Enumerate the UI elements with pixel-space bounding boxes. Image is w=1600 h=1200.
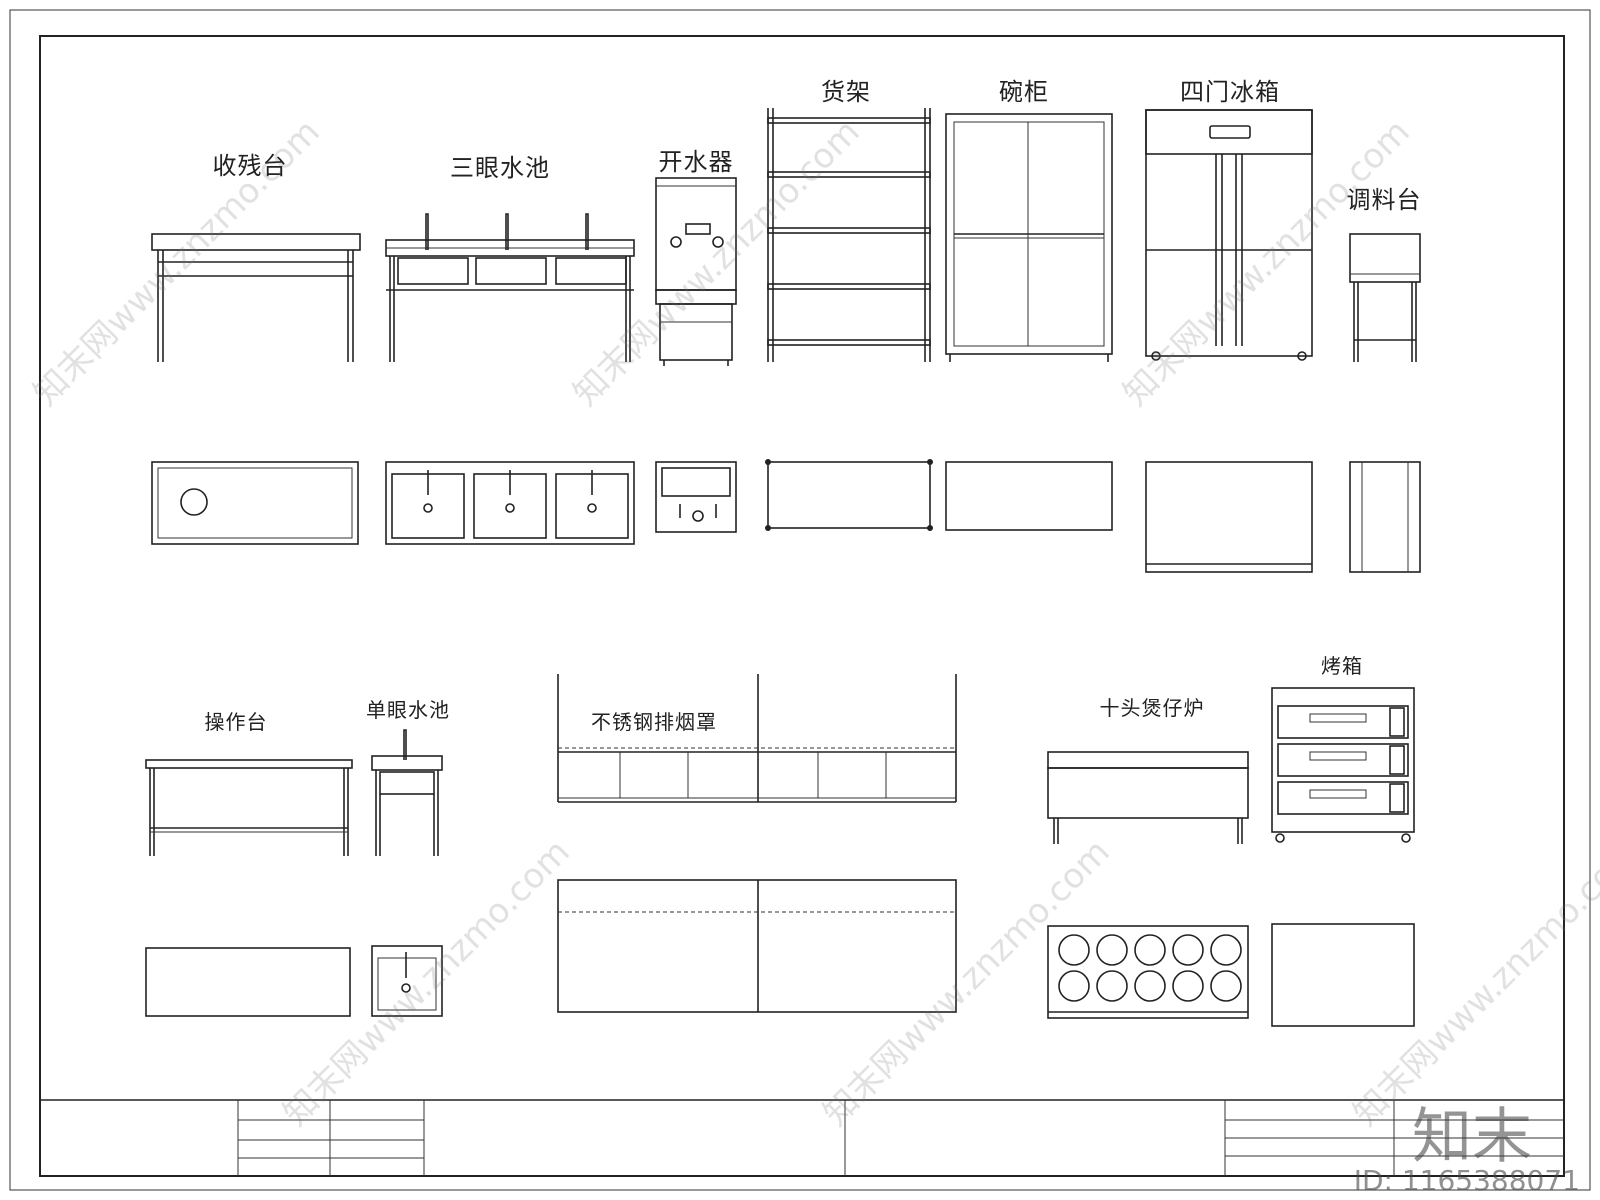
kaishuiqi-elevation xyxy=(655,177,737,366)
label-caozuotai: 操作台 xyxy=(204,710,268,734)
label-paiyanzhao: 不锈钢排烟罩 xyxy=(591,710,717,734)
watermark-logo: 知末 xyxy=(1412,1102,1532,1172)
paiyanzhao-elevation xyxy=(557,674,957,803)
label-kaishuiqi: 开水器 xyxy=(658,148,734,176)
kaoxiang-plan xyxy=(1271,923,1415,1027)
danyanshuichi-plan xyxy=(371,945,443,1017)
label-shitoubaozailu: 十头煲仔炉 xyxy=(1099,696,1205,720)
outer-border xyxy=(9,9,1591,1191)
shitoubaozailu-elevation xyxy=(1047,751,1249,844)
label-tiaoliaotai: 调料台 xyxy=(1346,186,1422,214)
wangui-plan xyxy=(945,461,1113,531)
huojia-plan xyxy=(765,459,933,531)
caozuotai-plan xyxy=(145,947,351,1017)
caozuotai-elevation xyxy=(145,759,353,856)
watermark-id: ID: 1165388071 xyxy=(1353,1164,1580,1197)
label-danyanshuichi: 单眼水池 xyxy=(366,698,450,722)
paiyanzhao-plan xyxy=(557,879,957,1013)
title-block xyxy=(40,1099,1564,1176)
kaoxiang-elevation xyxy=(1271,687,1415,843)
tiaoliaotai-plan xyxy=(1349,461,1421,573)
label-kaoxiang: 烤箱 xyxy=(1321,654,1363,678)
huojia-elevation xyxy=(767,108,931,362)
label-sanyanshuichi: 三眼水池 xyxy=(450,154,550,182)
danyanshuichi-elevation xyxy=(371,729,443,856)
wangui-elevation xyxy=(945,113,1113,362)
sanyanshuichi-elevation xyxy=(385,213,635,362)
inner-border xyxy=(39,35,1565,1177)
label-wangui: 碗柜 xyxy=(999,78,1049,106)
simenbingxiang-plan xyxy=(1145,461,1313,573)
shoucantai-plan xyxy=(151,461,359,545)
label-simenbingxiang: 四门冰箱 xyxy=(1180,78,1280,106)
label-shoucantai: 收残台 xyxy=(212,152,288,180)
sanyanshuichi-plan xyxy=(385,461,635,545)
simenbingxiang-elevation xyxy=(1145,109,1313,361)
shoucantai-elevation xyxy=(151,233,361,362)
kaishuiqi-plan xyxy=(655,461,737,533)
tiaoliaotai-elevation xyxy=(1349,233,1421,362)
shitoubaozailu-plan xyxy=(1047,925,1249,1019)
label-huojia: 货架 xyxy=(821,78,871,106)
